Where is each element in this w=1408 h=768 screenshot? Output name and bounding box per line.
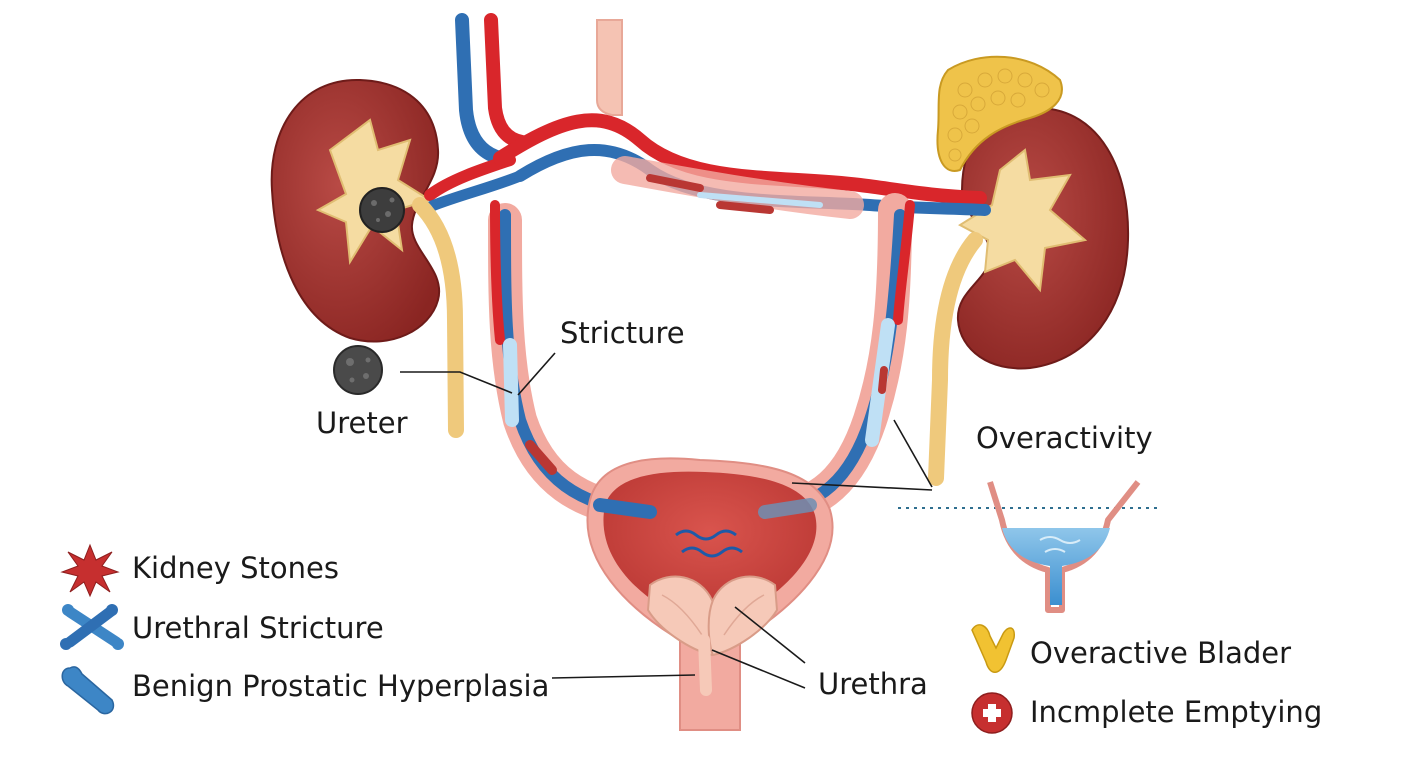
leader-lines xyxy=(400,352,933,689)
overactivity-bladder-illustration xyxy=(898,480,1158,613)
crossed-tubes-icon xyxy=(60,604,124,650)
left-kidney xyxy=(270,78,441,343)
left-descending-tube xyxy=(488,200,657,529)
urethra-tube xyxy=(698,634,712,696)
overactivity-label: Overactivity xyxy=(976,421,1153,455)
right-ureter xyxy=(928,232,983,486)
star-icon xyxy=(60,543,120,598)
legend-kidney-stones: Kidney Stones xyxy=(132,551,339,585)
ureter-label: Ureter xyxy=(316,406,408,440)
yellow-organ-icon xyxy=(971,624,1015,673)
stricture-label: Stricture xyxy=(560,316,685,350)
left-ureter xyxy=(412,197,464,438)
left-renal-vessels xyxy=(424,154,526,212)
kidney-stone-in-pelvis xyxy=(359,187,405,233)
plus-circle-icon xyxy=(971,692,1013,734)
legend-bph: Benign Prostatic Hyperplasia xyxy=(132,669,549,703)
prostate xyxy=(646,575,779,657)
legend-urethral-stricture: Urethral Stricture xyxy=(132,611,384,645)
adrenal-gland xyxy=(936,55,1063,172)
bone-capsule-icon xyxy=(61,666,115,715)
right-kidney xyxy=(956,106,1130,370)
legend-incomplete-emptying: Incmplete Emptying xyxy=(1030,695,1322,729)
urethra-label: Urethra xyxy=(818,667,928,701)
connecting-vessels xyxy=(493,113,991,219)
kidney-stone xyxy=(333,345,383,395)
right-descending-tube xyxy=(753,193,915,529)
legend-overactive-bladder: Overactive Blader xyxy=(1030,636,1291,670)
legend-right: Overactive Blader Incmplete Emptying xyxy=(971,624,1322,734)
legend-left: Kidney Stones Urethral Stricture Benign … xyxy=(60,543,549,715)
